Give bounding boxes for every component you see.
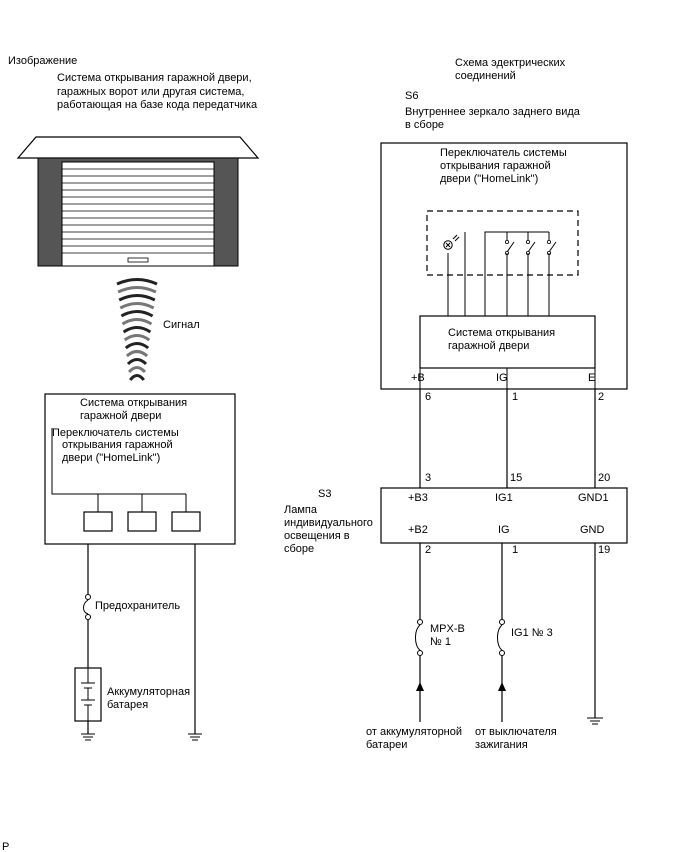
right-header-line1: Схема эдектрических: [455, 57, 566, 69]
s3-code: S3: [318, 488, 331, 500]
left-module-title-line2: гаражной двери: [80, 410, 161, 422]
left-homelink-line2: открывания гаражной: [62, 439, 173, 451]
from-battery-line1: от аккумуляторной: [366, 726, 462, 738]
left-header: Изображение: [8, 55, 77, 67]
s3-pin-19: 19: [598, 544, 610, 556]
left-module-title-line1: Система открывания: [80, 397, 187, 409]
signal-label: Сигнал: [163, 319, 200, 331]
s3-pin-2: 2: [425, 544, 431, 556]
s6-homelink-line1: Переключатель системы: [440, 147, 567, 159]
s6-pin-2: 2: [598, 391, 604, 403]
battery-label-line1: Аккумуляторная: [107, 686, 190, 698]
signal-waves-icon: [116, 278, 158, 381]
s6-name-line1: Внутреннее зеркало заднего вида: [405, 106, 581, 118]
left-fuse-label: Предохранитель: [95, 600, 180, 612]
s6-opener-title-line1: Система открывания: [448, 327, 555, 339]
mpx-b-fuse-icon: [415, 619, 423, 656]
homelink-switch-dashed-boundary: [426, 210, 579, 276]
s6-terminal-e: E: [588, 372, 595, 384]
s6-code: S6: [405, 90, 418, 102]
s6-homelink-line3: двери ("HomeLink"): [440, 173, 538, 185]
homelink-button-3: [171, 511, 201, 532]
s3-terminal-gnd: GND: [580, 524, 605, 536]
s3-name-line2: индивидуального: [284, 517, 373, 529]
s6-terminal-ig: IG: [496, 372, 508, 384]
battery-feed-arrow-icon: [416, 682, 424, 691]
right-header-line2: соединений: [455, 70, 516, 82]
s6-homelink-line2: открывания гаражной: [440, 160, 551, 172]
battery-icon: [74, 667, 102, 722]
ig1-fuse-icon: [497, 619, 505, 656]
from-ignition-line2: зажигания: [475, 739, 528, 751]
ig1-fuse-label: IG1 № 3: [511, 627, 553, 639]
garage-icon: [16, 136, 260, 267]
left-fuse-icon: [83, 594, 91, 620]
left-homelink-line3: двери ("HomeLink"): [62, 452, 160, 464]
from-battery-line2: батареи: [366, 739, 407, 751]
s3-pin-3: 3: [425, 472, 431, 484]
s3-name-line1: Лампа: [284, 504, 318, 516]
left-battery-ground-icon: [81, 733, 95, 741]
s3-terminal-plus-b2: +B2: [408, 524, 428, 536]
homelink-button-2: [127, 511, 157, 532]
s3-ground-icon: [587, 717, 603, 725]
s6-pin-1: 1: [512, 391, 518, 403]
s3-terminal-gnd1: GND1: [578, 492, 609, 504]
ignition-feed-arrow-icon: [498, 682, 506, 691]
left-description-line1: Система открывания гаражной двери,: [57, 72, 252, 84]
s3-terminal-plus-b3: +B3: [408, 492, 428, 504]
battery-label-line2: батарея: [107, 699, 148, 711]
homelink-button-1: [83, 511, 113, 532]
left-homelink-bracket: [51, 428, 186, 495]
s6-opener-title-line2: гаражной двери: [448, 340, 529, 352]
s6-to-s3-wires: [419, 389, 596, 488]
s6-pin-6: 6: [425, 391, 431, 403]
s3-terminal-ig: IG: [498, 524, 510, 536]
s3-name-line4: сборе: [284, 543, 314, 555]
s6-name-line2: в сборе: [405, 119, 444, 131]
s3-individual-lamp-assembly: [380, 487, 628, 544]
mpx-b-fuse-label-line1: MPX-B: [430, 623, 465, 635]
footer-code: P: [2, 841, 9, 852]
left-module-ground-icon: [188, 733, 202, 741]
s3-pin-20: 20: [598, 472, 610, 484]
left-description-line3: работающая на базе кода передатчика: [57, 99, 258, 111]
mpx-b-fuse-label-line2: № 1: [430, 636, 451, 648]
s3-terminal-ig1: IG1: [495, 492, 513, 504]
s6-terminal-plus-b: +B: [411, 372, 425, 384]
s3-pin-1: 1: [512, 544, 518, 556]
left-homelink-line1: Переключатель системы: [52, 427, 179, 439]
homelink-switches: [443, 231, 557, 316]
s3-name-line3: освещения в: [284, 530, 350, 542]
s3-pin-15: 15: [510, 472, 522, 484]
left-description-line2: гаражных ворот или другая система,: [57, 86, 244, 98]
from-ignition-line1: от выключателя: [475, 726, 557, 738]
s6-garage-door-opener-system: [419, 315, 596, 369]
